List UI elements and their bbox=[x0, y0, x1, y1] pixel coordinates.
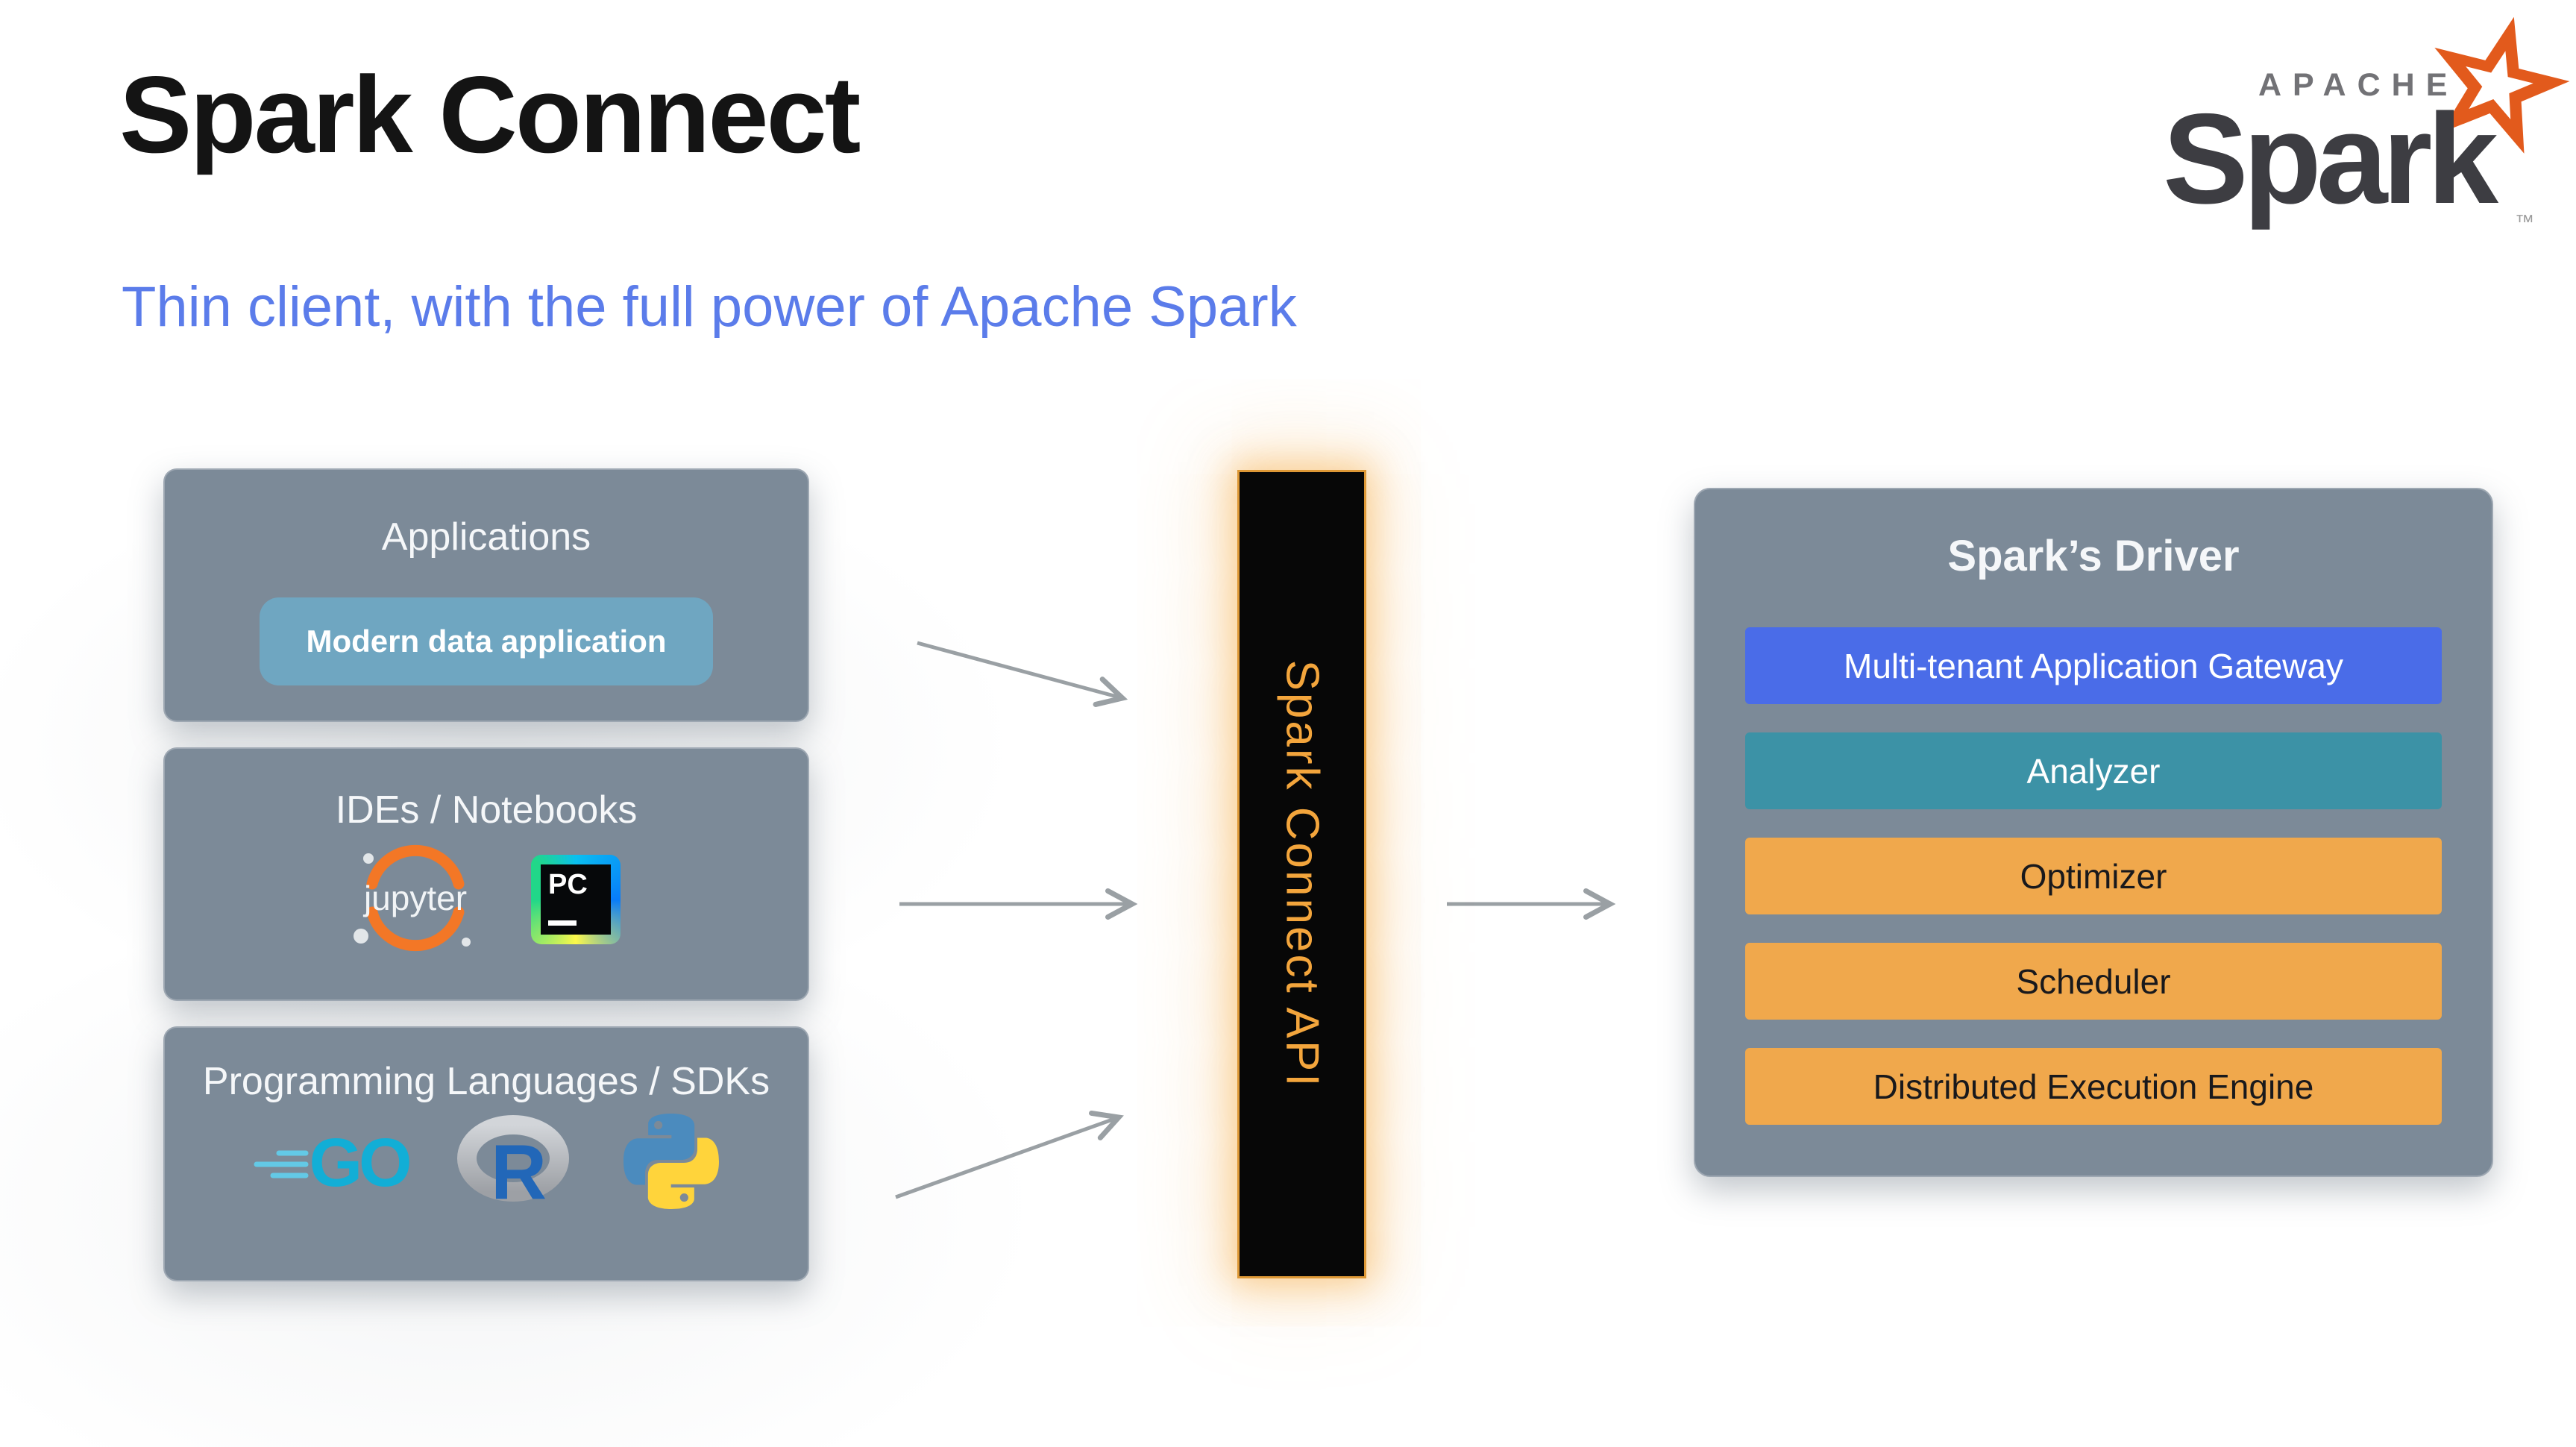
spark-connect-api-label: Spark Connect API bbox=[1276, 659, 1328, 1089]
slide-title: Spark Connect bbox=[119, 54, 861, 175]
ides-notebooks-box-title: IDEs / Notebooks bbox=[335, 788, 638, 832]
python-logo bbox=[623, 1114, 719, 1213]
driver-layer-scheduler: Scheduler bbox=[1745, 943, 2442, 1020]
go-logo: GO bbox=[254, 1119, 412, 1208]
pycharm-logo: PC bbox=[531, 854, 621, 944]
ides-logo-row: jupyter PC bbox=[352, 838, 621, 961]
go-speed-lines-icon bbox=[254, 1150, 309, 1178]
languages-sdks-box-title: Programming Languages / SDKs bbox=[202, 1060, 770, 1103]
spark-driver-title: Spark’s Driver bbox=[1947, 532, 2240, 580]
jupyter-label: jupyter bbox=[363, 878, 468, 917]
slide-subtitle: Thin client, with the full power of Apac… bbox=[122, 275, 1297, 339]
languages-sdks-box: Programming Languages / SDKs GO bbox=[163, 1026, 809, 1281]
pycharm-inner-square: PC bbox=[541, 864, 611, 935]
driver-layer-distributed-execution-engine: Distributed Execution Engine bbox=[1745, 1048, 2442, 1125]
jupyter-moons-icon bbox=[354, 844, 471, 952]
spark-star-icon bbox=[2434, 16, 2570, 154]
go-label: GO bbox=[309, 1125, 412, 1201]
python-snakes-icon bbox=[623, 1114, 719, 1209]
r-label: R bbox=[491, 1129, 547, 1208]
spark-connect-api-bar: Spark Connect API bbox=[1237, 470, 1366, 1278]
apache-spark-logo: APACHE Spark ™ bbox=[2133, 16, 2570, 252]
spark-driver-box: Spark’s Driver Multi-tenant Application … bbox=[1694, 488, 2493, 1177]
languages-logo-row: GO R bbox=[254, 1114, 719, 1216]
arrow-applications-to-api bbox=[917, 641, 1128, 707]
r-logo: R bbox=[456, 1114, 576, 1216]
jupyter-logo: jupyter bbox=[352, 838, 479, 961]
arrow-languages-to-api bbox=[895, 1110, 1124, 1199]
pycharm-underscore bbox=[548, 920, 577, 926]
applications-box: Applications Modern data application bbox=[163, 468, 809, 722]
modern-data-application-chip: Modern data application bbox=[260, 597, 713, 685]
driver-layer-analyzer: Analyzer bbox=[1745, 732, 2442, 809]
spark-wordmark: Spark bbox=[2163, 87, 2498, 230]
pycharm-label: PC bbox=[548, 868, 588, 900]
applications-box-title: Applications bbox=[381, 515, 591, 559]
ides-notebooks-box: IDEs / Notebooks jupyter PC bbox=[163, 747, 809, 1001]
driver-layer-multi-tenant-gateway: Multi-tenant Application Gateway bbox=[1745, 627, 2442, 704]
apache-label: APACHE bbox=[2258, 67, 2459, 103]
r-ring-icon: R bbox=[456, 1114, 569, 1216]
trademark-symbol: ™ bbox=[2515, 210, 2534, 233]
driver-layer-optimizer: Optimizer bbox=[1745, 838, 2442, 914]
